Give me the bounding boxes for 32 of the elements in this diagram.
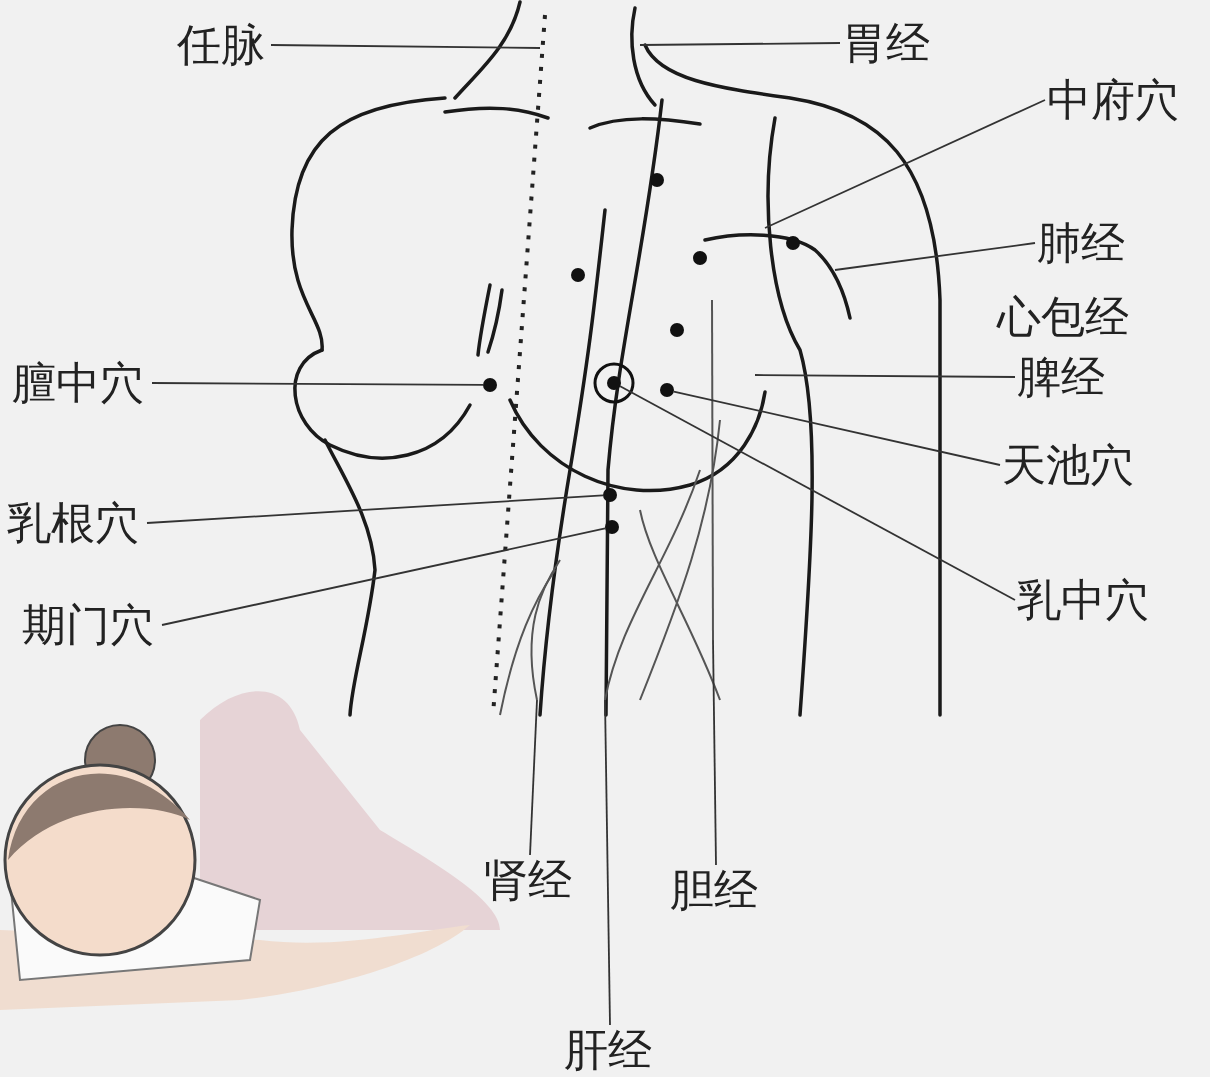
acupoint-dot <box>660 383 674 397</box>
meridian-label: 乳根穴 <box>5 498 141 548</box>
leader-line <box>604 699 611 1026</box>
leader-line <box>639 42 841 46</box>
meridian-label: 胆经 <box>668 865 760 915</box>
acupoint-dot <box>605 520 619 534</box>
leader-line <box>712 639 717 866</box>
meridian-label: 胃经 <box>840 18 932 68</box>
meridian-label: 膻中穴 <box>10 358 146 408</box>
acupoint-dot <box>607 376 621 390</box>
acupoint-dot <box>483 378 497 392</box>
leader-line <box>672 390 1001 466</box>
leader-line <box>834 242 1036 271</box>
leader-line <box>146 494 604 524</box>
leader-line <box>161 527 607 626</box>
leader-line <box>529 699 538 856</box>
meridian-label: 中府穴 <box>1045 75 1181 125</box>
acupoint-dot <box>603 488 617 502</box>
meridian-label: 心包经 <box>995 292 1130 342</box>
meridian-label: 乳中穴 <box>1015 575 1151 625</box>
leader-line <box>151 382 484 386</box>
meridian-label: 肺经 <box>1035 218 1127 268</box>
meridian-label: 天池穴 <box>1000 440 1136 490</box>
meridian-label: 肝经 <box>562 1025 654 1075</box>
meridian-label: 脾经 <box>1015 352 1107 402</box>
meridian-label: 肾经 <box>482 855 574 905</box>
leader-line <box>270 44 541 49</box>
leader-line <box>619 385 1016 601</box>
meridian-label: 期门穴 <box>20 600 156 650</box>
leader-line <box>754 374 1016 378</box>
leader-line <box>764 99 1046 229</box>
meridian-label: 任脉 <box>175 20 267 70</box>
